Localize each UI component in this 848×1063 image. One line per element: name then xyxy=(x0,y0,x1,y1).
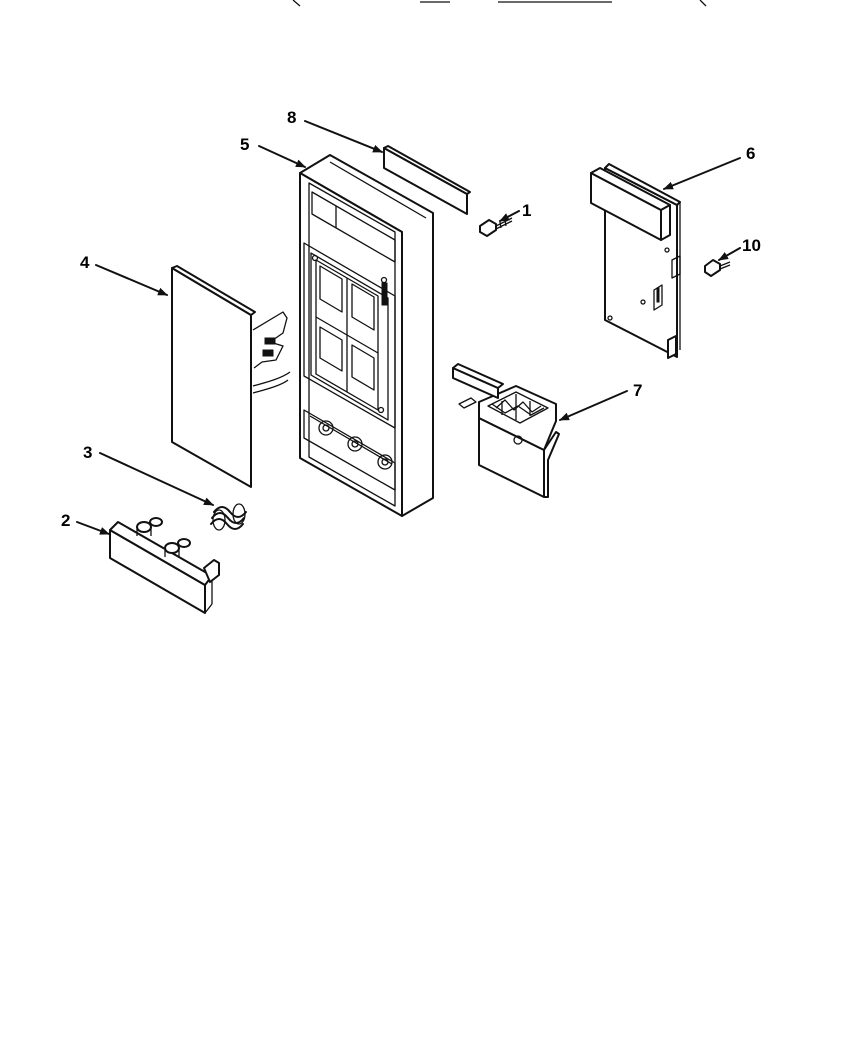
callout-2: 2 xyxy=(61,511,70,530)
part-6-control-board xyxy=(590,163,681,359)
part-1-screw xyxy=(479,217,513,237)
part-8-display-window xyxy=(383,145,471,215)
callout-labels: 1 2 3 4 5 6 7 8 10 xyxy=(61,108,761,530)
leader-1 xyxy=(499,210,520,222)
leader-5 xyxy=(258,145,306,168)
callout-8: 8 xyxy=(287,108,296,127)
callout-3: 3 xyxy=(83,443,92,462)
callout-6: 6 xyxy=(746,144,755,163)
leader-arrows xyxy=(76,120,741,535)
leader-4 xyxy=(95,264,168,296)
leader-2 xyxy=(76,521,110,535)
part-3-spring xyxy=(210,503,247,531)
part-2-push-button xyxy=(109,517,220,614)
leader-7 xyxy=(559,390,628,421)
leader-6 xyxy=(663,157,741,190)
part-10-screw xyxy=(704,259,731,277)
callout-1: 1 xyxy=(522,201,531,220)
callout-7: 7 xyxy=(633,381,642,400)
leader-10 xyxy=(718,247,741,261)
part-7-bracket xyxy=(452,363,560,498)
leader-8 xyxy=(304,120,383,153)
callout-5: 5 xyxy=(240,135,249,154)
leader-3 xyxy=(99,452,214,506)
callout-4: 4 xyxy=(80,253,90,272)
top-edge-fragments xyxy=(292,0,707,7)
part-4-membrane-switch xyxy=(171,265,291,488)
part-5-control-panel-housing xyxy=(299,154,434,517)
callout-10: 10 xyxy=(742,236,761,255)
